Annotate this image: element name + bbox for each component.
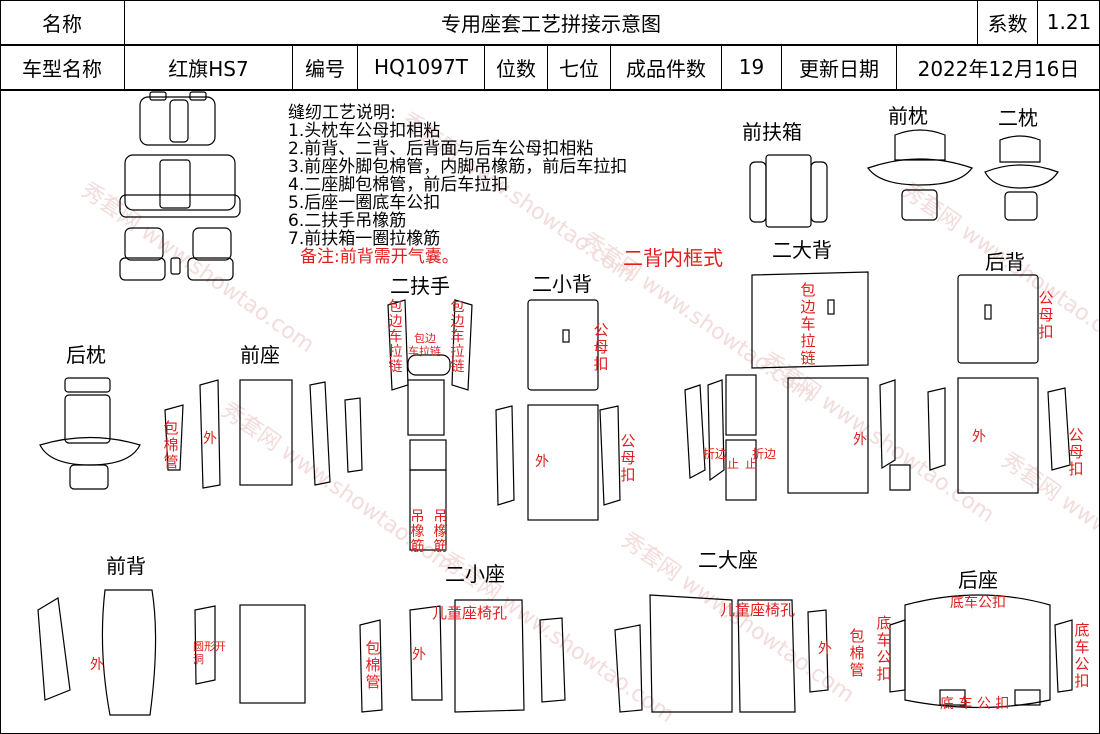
label-front-back: 前背 <box>106 554 146 578</box>
annot-stop: 止 <box>727 457 740 471</box>
label-front-box: 前扶箱 <box>742 120 802 144</box>
label-front-pillow: 前枕 <box>888 104 928 128</box>
annot-outer: 外 <box>203 431 217 447</box>
second-big-back-pieces <box>684 271 911 501</box>
annot-bottom-male-button: 底车公扣 <box>876 614 892 683</box>
front-back-pieces <box>37 589 306 716</box>
second-pillow-pieces <box>984 135 1059 221</box>
date-label: 更新日期 <box>782 45 897 90</box>
annot-bottom-male-button: 底车公扣 <box>1074 621 1090 690</box>
annot-wrap-cotton-tube: 包棉管 <box>163 419 179 471</box>
pieces-value: 19 <box>722 45 782 90</box>
coef-value: 1.21 <box>1038 0 1100 45</box>
annot-pull-chain: 车拉链 <box>408 345 441 358</box>
annot-wrap-edge: 包边 <box>414 332 436 345</box>
annot-wrap-edge-pull-chain: 包边车拉链 <box>388 299 403 375</box>
label-rear-back: 后背 <box>985 250 1025 274</box>
sewing-notes: 缝纫工艺说明: 1.头枕车公母扣相粘 2.前背、二背、后背面与后车公母扣相粘 3… <box>288 104 627 266</box>
model-value: 红旗HS7 <box>125 45 293 90</box>
annot-outer: 外 <box>412 647 426 663</box>
annot-circle-hole: 圆形开洞 <box>193 640 226 666</box>
annot-wrap-cotton-tube: 包棉管 <box>365 639 381 691</box>
note-item: 3.前座外脚包棉管，内脚吊橡筋，前后车拉扣 <box>288 157 628 177</box>
label-second-big-back: 二大背 <box>772 238 832 262</box>
seats-value: 七位 <box>548 45 611 90</box>
annot-child-seat-hole: 儿童座椅孔 <box>720 601 796 619</box>
label-second-big-seat: 二大座 <box>698 548 758 572</box>
annot-wrap-edge-pull-chain: 包边车拉链 <box>800 281 816 367</box>
annot-wrap-edge-pull-chain: 包边车拉链 <box>450 299 465 375</box>
notes-title: 缝纫工艺说明: <box>288 103 396 123</box>
note-item: 6.二扶手吊橡筋 <box>288 211 407 231</box>
note-item: 1.头枕车公母扣相粘 <box>288 121 441 141</box>
label-second-armrest: 二扶手 <box>390 274 450 298</box>
label-front-seat: 前座 <box>240 343 280 367</box>
annot-fold-edge: 折边 <box>752 447 777 461</box>
notes-remark: 备注:前背需开气囊。 <box>300 247 459 267</box>
note-item: 4.二座脚包棉管，前后车拉扣 <box>288 175 509 195</box>
code-label: 编号 <box>293 45 358 90</box>
front-box-pieces <box>749 154 828 228</box>
name-label: 名称 <box>0 0 125 45</box>
second-small-back-pieces <box>495 299 621 521</box>
annot-outer: 外 <box>90 657 104 673</box>
header-divider <box>0 45 1100 46</box>
header-bottom <box>0 90 1100 91</box>
code-value: HQ1097T <box>358 45 485 90</box>
annot-child-seat-hole: 儿童座椅孔 <box>432 604 508 622</box>
annot-wrap-cotton-tube: 包棉管 <box>849 627 865 679</box>
rear-seat-pieces <box>889 594 1073 709</box>
annot-male-female-button: 公母扣 <box>1038 289 1054 341</box>
label-second-pillow: 二枕 <box>998 106 1038 130</box>
annot-male-female-button: 公母扣 <box>620 432 636 484</box>
seat-overview-icon <box>119 91 241 281</box>
page-title: 专用座套工艺拼接示意图 <box>125 0 978 45</box>
annot-fold-edge: 折边 <box>703 447 728 461</box>
annot-bottom-male-button: 底车公扣 <box>950 595 1006 611</box>
model-label: 车型名称 <box>0 45 125 90</box>
label-inner-frame: 二背内框式 <box>623 246 723 270</box>
annot-hang-elastic: 吊橡筋 <box>433 509 448 555</box>
annot-outer: 外 <box>535 454 549 470</box>
label-second-small-seat: 二小座 <box>445 562 505 586</box>
annot-bottom-male-button: 底 车 公 扣 <box>940 696 1010 712</box>
label-rear-seat: 后座 <box>958 568 998 592</box>
front-pillow-pieces <box>867 129 973 221</box>
coef-label: 系数 <box>978 0 1038 45</box>
annot-outer: 外 <box>853 432 867 448</box>
date-value: 2022年12月16日 <box>897 45 1100 90</box>
rear-back-pieces <box>927 274 1071 494</box>
note-item: 7.前扶箱一圈拉橡筋 <box>288 229 441 249</box>
front-seat-pieces <box>164 379 363 489</box>
annot-hang-elastic: 吊橡筋 <box>410 509 425 555</box>
annot-stop: 止 <box>745 457 758 471</box>
seats-label: 位数 <box>485 45 548 90</box>
annot-male-female-button: 公母扣 <box>593 321 609 373</box>
label-rear-pillow: 后枕 <box>66 343 106 367</box>
label-second-small-back: 二小背 <box>532 272 592 296</box>
note-item: 5.后座一圈底车公扣 <box>288 193 441 213</box>
second-big-seat-pieces <box>614 594 829 713</box>
note-item: 2.前背、二背、后背面与后车公母扣相粘 <box>288 139 594 159</box>
annot-outer: 外 <box>818 641 832 657</box>
annot-male-female-button: 公母扣 <box>1068 426 1084 478</box>
pieces-label: 成品件数 <box>611 45 722 90</box>
annot-outer: 外 <box>972 429 986 445</box>
second-small-seat-pieces <box>359 599 566 713</box>
rear-pillow-pieces <box>39 377 141 490</box>
second-armrest-pieces <box>387 299 473 551</box>
